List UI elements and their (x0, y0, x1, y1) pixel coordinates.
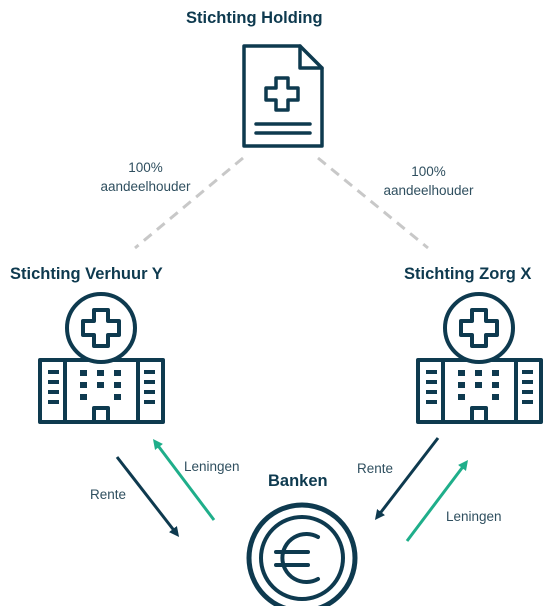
holding-title: Stichting Holding (186, 9, 323, 27)
ownership-role: aandeelhouder (100, 179, 191, 194)
ownership-role: aandeelhouder (383, 183, 474, 198)
leningen-label-zorg: Leningen (446, 509, 502, 524)
ownership-percentage: 100% (411, 164, 446, 179)
zorg-title: Stichting Zorg X (404, 265, 532, 283)
verhuur-title: Stichting Verhuur Y (10, 265, 163, 283)
ownership-percentage: 100% (128, 160, 163, 175)
arrow-rente-zorg (374, 437, 440, 520)
arrow-leningen-verhuur (152, 439, 216, 521)
ownership-label-zorg: 100% aandeelhouder (361, 162, 496, 200)
arrow-rente-verhuur (115, 456, 180, 537)
banken-title: Banken (268, 472, 328, 490)
dashed-line-holding-verhuur (134, 156, 244, 250)
dashed-line-holding-zorg (317, 156, 429, 250)
leningen-label-verhuur: Leningen (184, 459, 240, 474)
ownership-label-verhuur: 100% aandeelhouder (78, 158, 213, 196)
rente-label-zorg: Rente (357, 461, 394, 476)
rente-label-verhuur: Rente (90, 487, 127, 502)
arrow-leningen-zorg (405, 460, 469, 542)
